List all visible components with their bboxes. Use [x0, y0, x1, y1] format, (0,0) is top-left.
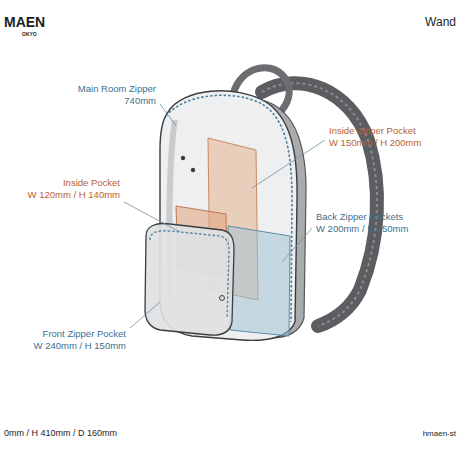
callout-label: Inside Pocket	[63, 178, 120, 189]
zipper-ring	[220, 296, 225, 301]
callout-label: Inside Zipper Pocket	[329, 126, 416, 137]
website: hmaen-st	[423, 429, 456, 438]
callout-label: Back Zipper Pockets	[316, 212, 403, 223]
brand-logo: MAEN	[4, 14, 45, 30]
front-pocket	[145, 224, 234, 336]
front-zipper	[150, 231, 229, 318]
leader-line	[282, 228, 312, 262]
zipper-pull	[191, 168, 195, 172]
leader-line	[160, 104, 176, 126]
callout-label: Front Zipper Pocket	[43, 329, 126, 340]
overall-dimension: 0mm / H 410mm / D 160mm	[4, 428, 117, 438]
leader-line	[124, 202, 180, 232]
product-name: Wand	[425, 16, 456, 30]
dimension: 740mm	[124, 96, 156, 107]
dimension: W 150mm / H 200mm	[329, 138, 421, 149]
dimension: W 120mm / H 140mm	[28, 190, 120, 201]
leader-line	[130, 302, 160, 328]
callout-label: Main Room Zipper	[78, 84, 156, 95]
leader-line	[252, 140, 325, 188]
back-zipper-pocket	[228, 226, 290, 336]
zipper-pull	[181, 156, 185, 160]
brand-subtitle: OKYO	[22, 32, 37, 38]
dimension: W 240mm / H 150mm	[34, 341, 126, 352]
dimension: W 200mm / H 150mm	[316, 224, 408, 235]
